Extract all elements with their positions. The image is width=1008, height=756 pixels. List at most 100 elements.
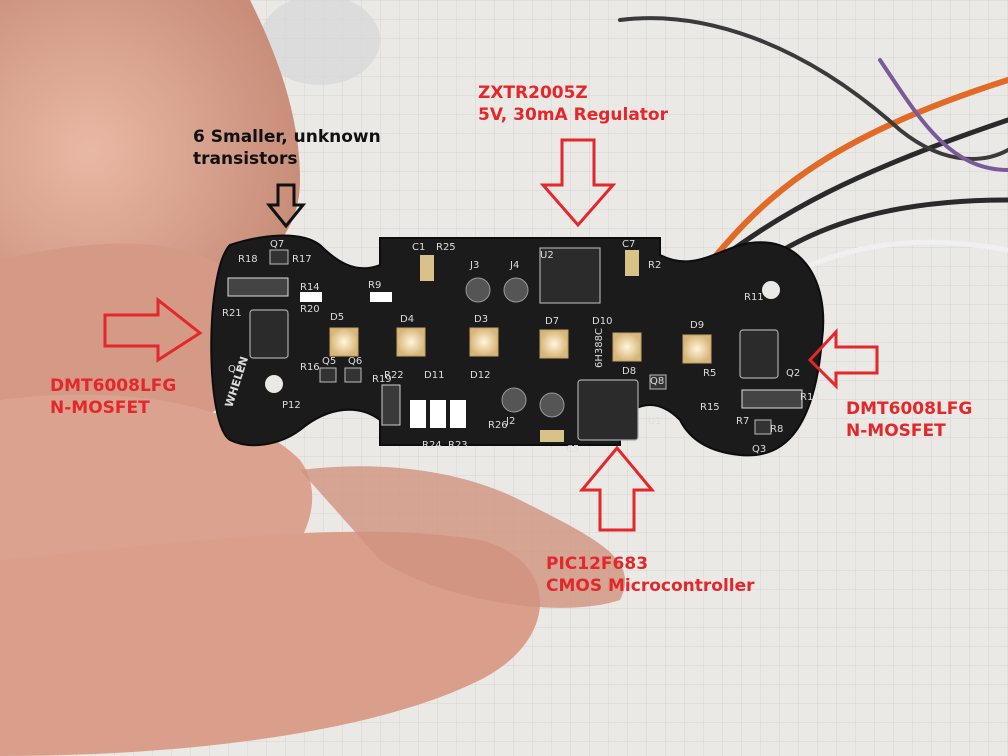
- arrow-microcontroller: [578, 445, 656, 532]
- silkscreen-ref-j3: J3: [469, 260, 479, 271]
- transistor-q8: [649, 374, 667, 390]
- resistor-r14: [300, 292, 322, 302]
- resistor-r23: [430, 400, 446, 428]
- silkscreen-ref-d5: D5: [330, 312, 344, 323]
- transistor-q3: [754, 419, 772, 435]
- silkscreen-ref-d11: D11: [424, 370, 444, 381]
- silkscreen-ref-r16: R16: [300, 362, 320, 373]
- led-d10: [612, 332, 642, 362]
- mosfet-right-chip: [739, 329, 779, 379]
- led-d3: [469, 327, 499, 357]
- silkscreen-ref-r17: R17: [292, 254, 312, 265]
- led-d7: [539, 329, 569, 359]
- silkscreen-ref-r14: R14: [300, 282, 320, 293]
- silkscreen-ref-u1: U1: [648, 416, 662, 427]
- silkscreen-ref-j2: J2: [505, 416, 515, 427]
- silkscreen-ref-d10: D10: [592, 316, 612, 327]
- mounting-hole-left: [265, 375, 283, 393]
- silkscreen-ref-q6: Q6: [348, 356, 362, 367]
- silkscreen-ref-d12: D12: [470, 370, 490, 381]
- capacitor-c5: [540, 430, 564, 442]
- label-mosfet-right-part: DMT6008LFG: [846, 399, 973, 419]
- silkscreen-ref-r25: R25: [436, 242, 456, 253]
- transistor-q5: [319, 367, 337, 383]
- resistor-r26: [450, 400, 466, 428]
- silkscreen-ref-r23: R23: [448, 440, 468, 451]
- transistor-q6: [344, 367, 362, 383]
- label-mosfet-left: DMT6008LFG N-MOSFET: [50, 375, 176, 419]
- label-mosfet-right-desc: N-MOSFET: [846, 421, 946, 441]
- silkscreen-ref-r13: R13: [800, 392, 820, 403]
- jumper-j2: [501, 387, 527, 413]
- capacitor-c1: [420, 255, 434, 281]
- silkscreen-ref-r21: R21: [222, 308, 242, 319]
- jumper-j3: [465, 277, 491, 303]
- label-microcontroller: PIC12F683 CMOS Microcontroller: [546, 553, 755, 597]
- silkscreen-ref-q8: Q8: [650, 376, 664, 387]
- label-transistors-line1: 6 Smaller, unknown: [193, 127, 381, 147]
- label-microcontroller-desc: CMOS Microcontroller: [546, 576, 755, 596]
- arrow-transistors: [265, 183, 307, 229]
- silkscreen-ref-d8: D8: [622, 366, 636, 377]
- silkscreen-ref-d7: D7: [545, 316, 559, 327]
- silkscreen-ref-r11: R11: [744, 292, 764, 303]
- label-mosfet-left-part: DMT6008LFG: [50, 376, 177, 396]
- silkscreen-ref-c7: C7: [622, 239, 635, 250]
- silkscreen-ref-q5: Q5: [322, 356, 336, 367]
- silkscreen-ref-p12: P12: [282, 400, 301, 411]
- silkscreen-ref-r15: R15: [700, 402, 720, 413]
- mosfet-left-chip: [249, 309, 289, 359]
- silkscreen-ref-r20: R20: [300, 304, 320, 315]
- arrow-mosfet-right: [807, 328, 879, 390]
- plastic-dome: [260, 0, 380, 85]
- annotation-arrows: [103, 138, 879, 532]
- hand: [0, 0, 626, 756]
- silkscreen-ref-r24: R24: [422, 440, 442, 451]
- silkscreen-ref-r19: R19: [372, 374, 392, 385]
- silkscreen-ref-q7: Q7: [270, 239, 284, 250]
- regulator-chip: [539, 247, 601, 304]
- silkscreen-ref-d4: D4: [400, 314, 414, 325]
- silkscreen-ref-r5: R5: [703, 368, 716, 379]
- silkscreen-code: 6H388C: [594, 328, 605, 368]
- silkscreen-ref-r18: R18: [238, 254, 258, 265]
- silkscreen-ref-r7: R7: [736, 416, 749, 427]
- silkscreen-ref-d9: D9: [690, 320, 704, 331]
- resistor-r22: [381, 384, 401, 426]
- jumper-j4: [503, 277, 529, 303]
- silkscreen-ref-u2: U2: [540, 250, 554, 261]
- silkscreen-ref-r26: R26: [488, 420, 508, 431]
- led-d4: [396, 327, 426, 357]
- silkscreen-ref-r22: R22: [384, 370, 404, 381]
- resistor-r2r49-left: [227, 277, 289, 297]
- led-d5: [329, 327, 359, 357]
- mounting-hole-right: [762, 281, 780, 299]
- led-d9: [682, 334, 712, 364]
- resistor-r24: [410, 400, 426, 428]
- silkscreen-ref-q3: Q3: [752, 444, 766, 455]
- silkscreen-ref-r2: R2: [648, 260, 661, 271]
- label-regulator: ZXTR2005Z 5V, 30mA Regulator: [478, 82, 668, 126]
- label-mosfet-right: DMT6008LFG N-MOSFET: [846, 398, 972, 442]
- microcontroller-chip: [577, 379, 639, 441]
- silkscreen-ref-r8: R8: [770, 424, 783, 435]
- transistor-q7: [269, 249, 289, 265]
- silkscreen-ref-q2: Q2: [786, 368, 800, 379]
- arrow-regulator: [539, 138, 617, 228]
- label-microcontroller-part: PIC12F683: [546, 554, 649, 574]
- label-regulator-part: ZXTR2005Z: [478, 83, 588, 103]
- resistor-r2r49-right: [741, 389, 803, 409]
- silkscreen-ref-c5: C5: [566, 444, 579, 455]
- label-regulator-desc: 5V, 30mA Regulator: [478, 105, 668, 125]
- jumper-j1: [539, 392, 565, 418]
- silkscreen-ref-j4: J4: [509, 260, 519, 271]
- label-transistors-line2: transistors: [193, 149, 298, 169]
- silkscreen-ref-r9: R9: [368, 280, 381, 291]
- silkscreen-ref-q4: Q4: [228, 364, 242, 375]
- label-mosfet-left-desc: N-MOSFET: [50, 398, 150, 418]
- silkscreen-ref-c1: C1: [412, 242, 425, 253]
- resistor-r9: [370, 292, 392, 302]
